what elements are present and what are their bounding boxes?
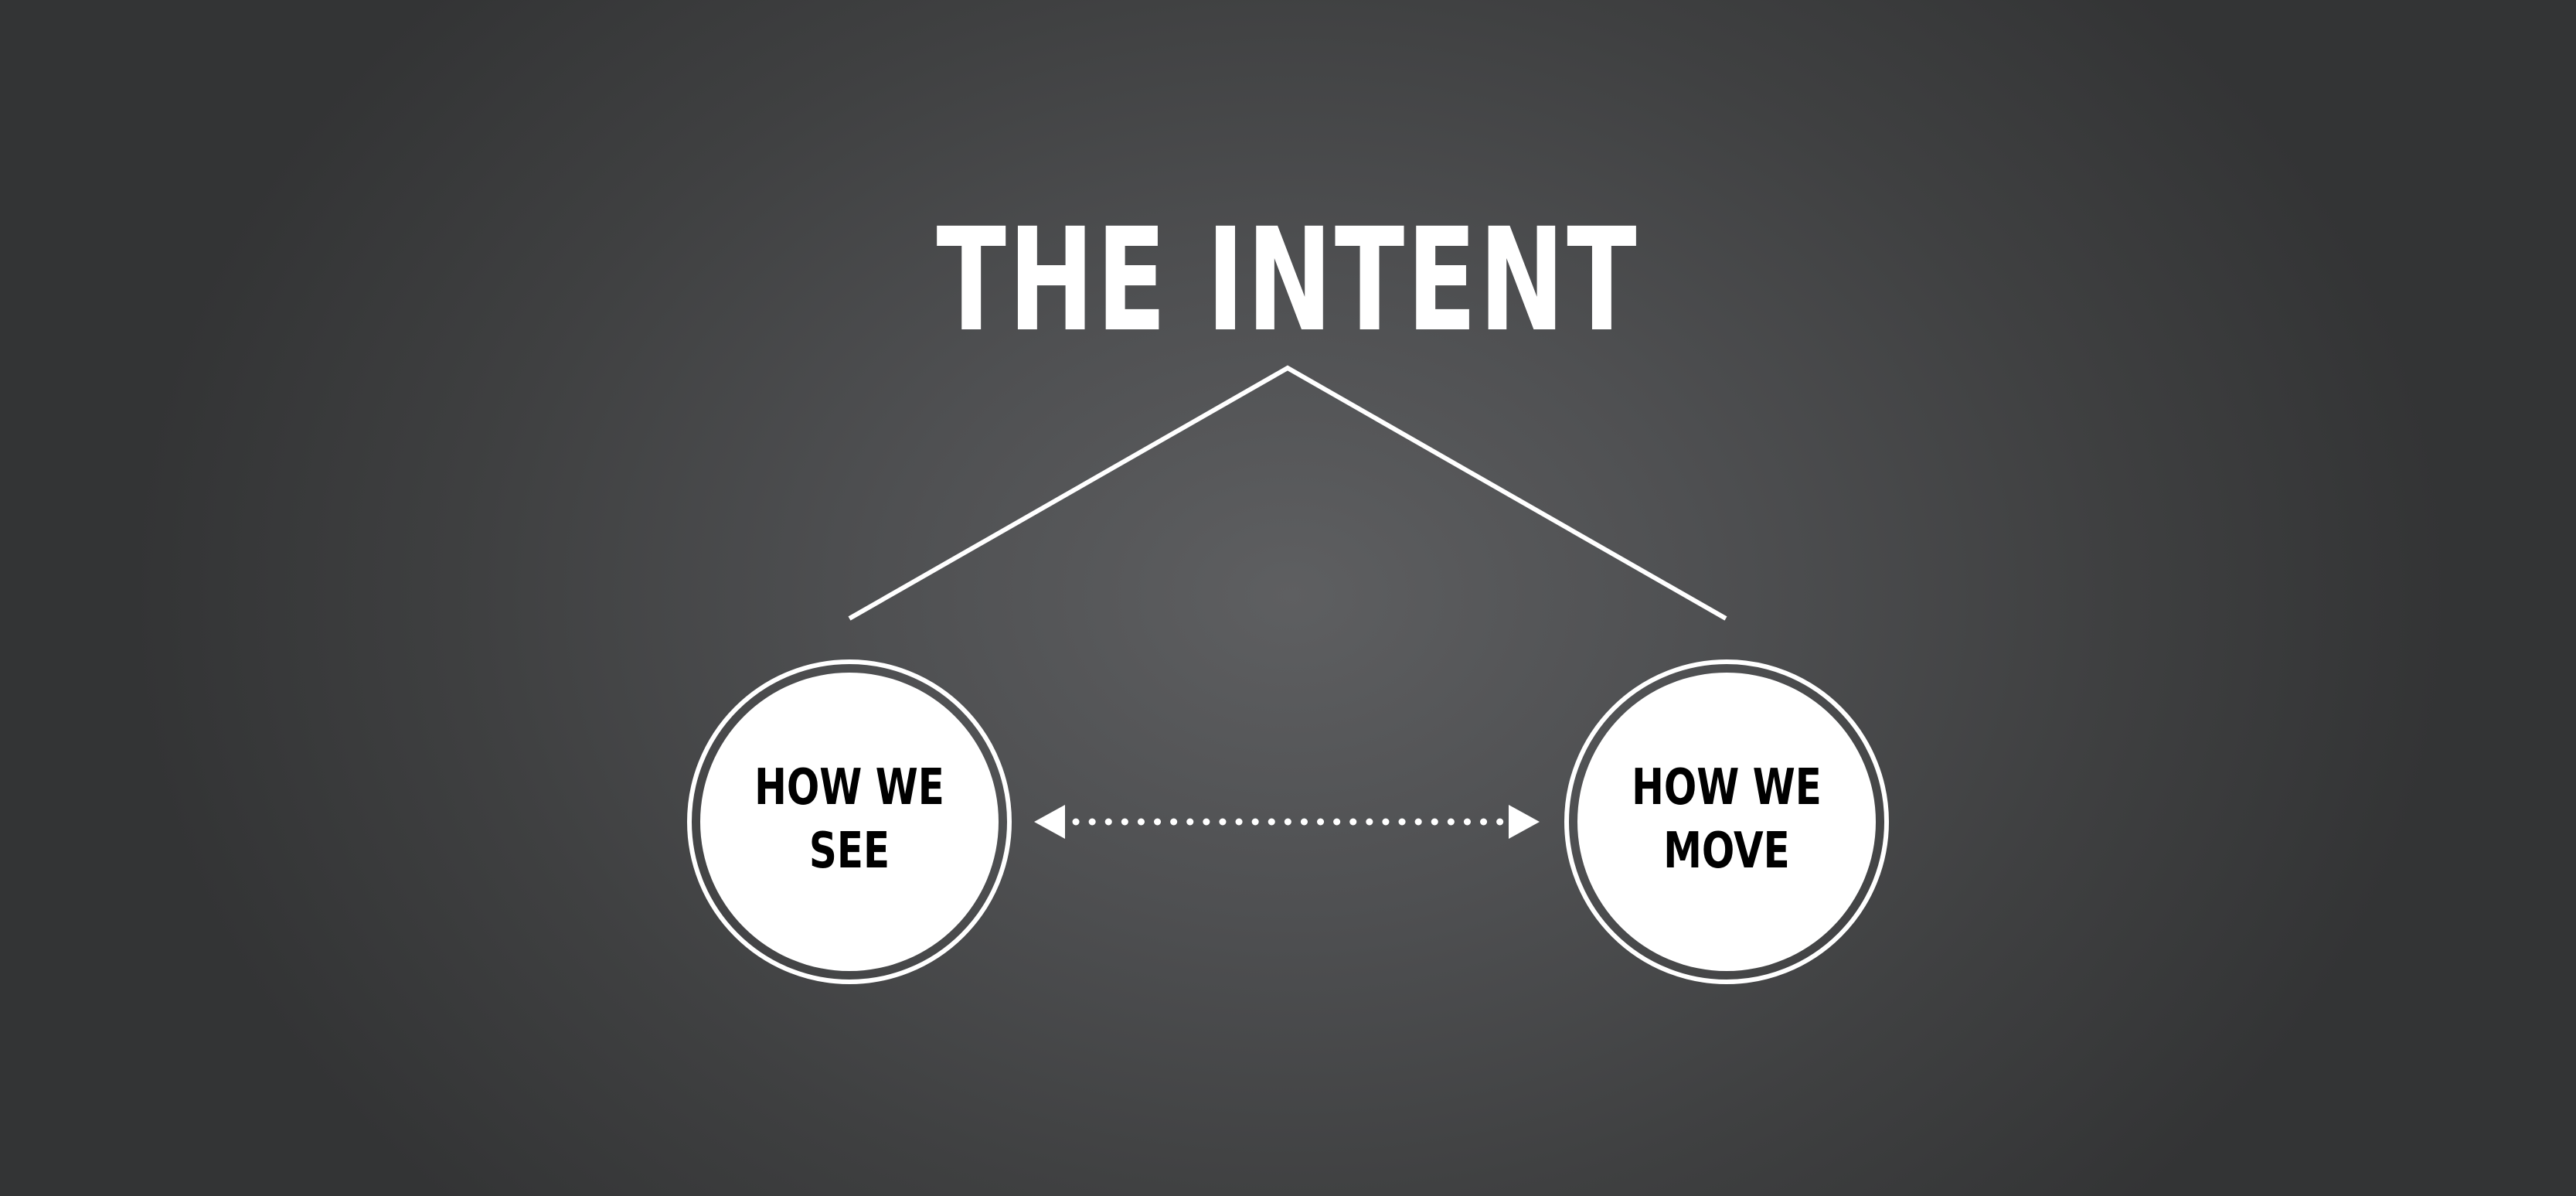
diagram-title: THE INTENT [936,198,1639,363]
node-label-how-we-move: HOW WE MOVE [1624,742,1829,897]
node-move-line-2: MOVE [1663,823,1790,880]
node-see-outer-ring [687,659,1012,984]
node-see-line-2: SEE [808,823,890,880]
arrowhead-right-icon [1509,805,1540,839]
node-move-disc [1577,673,1876,971]
node-move-outer-ring [1564,659,1889,984]
node-label-how-we-see: HOW WE SEE [747,742,951,897]
node-how-we-move [1564,659,1889,984]
bidirectional-arrow [1034,805,1540,839]
intent-branch-lines [848,365,1727,621]
arrowhead-left-icon [1034,805,1065,839]
node-see-disc [700,673,999,971]
node-move-line-1: HOW WE [1632,759,1822,816]
node-how-we-see [687,659,1012,984]
node-see-line-1: HOW WE [754,759,944,816]
